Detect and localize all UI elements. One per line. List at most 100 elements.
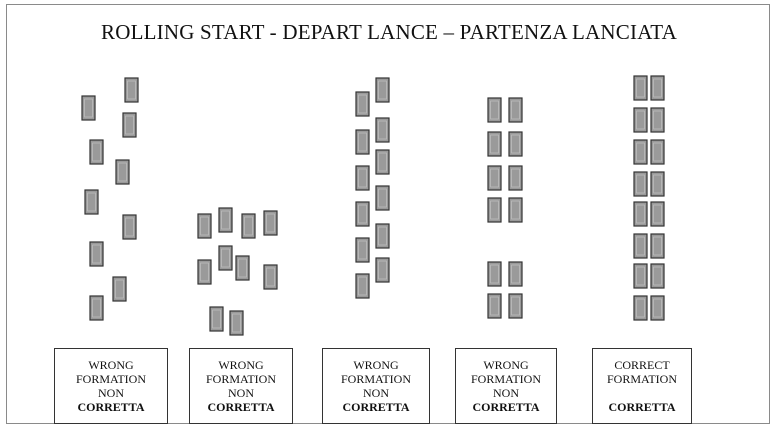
car-detail [653, 174, 662, 194]
car-detail [92, 298, 101, 318]
formation-panel-5 [633, 75, 665, 321]
car-detail [511, 134, 520, 154]
car-icon [487, 197, 502, 223]
car-icon [633, 139, 648, 165]
car-icon [218, 245, 233, 271]
car-icon [124, 77, 139, 103]
car-icon [235, 255, 250, 281]
caption-line: NON [98, 386, 124, 400]
car-icon [650, 75, 665, 101]
car-detail [653, 298, 662, 318]
car-icon [633, 295, 648, 321]
car-icon [650, 139, 665, 165]
car-icon [375, 257, 390, 283]
car-detail [84, 98, 93, 118]
car-detail [511, 168, 520, 188]
car-detail [636, 266, 645, 286]
car-icon [508, 131, 523, 157]
caption-line: FORMATION [470, 372, 541, 386]
car-detail [653, 236, 662, 256]
car-icon [508, 197, 523, 223]
car-detail [490, 100, 499, 120]
car-detail [244, 216, 253, 236]
caption-line: WRONG [483, 358, 529, 372]
car-detail [358, 94, 367, 114]
car-detail [115, 279, 124, 299]
car-detail [378, 260, 387, 280]
car-icon [81, 95, 96, 121]
car-icon [633, 233, 648, 259]
car-detail [653, 266, 662, 286]
car-detail [511, 200, 520, 220]
car-icon [241, 213, 256, 239]
car-icon [650, 201, 665, 227]
car-icon [263, 210, 278, 236]
car-icon [112, 276, 127, 302]
car-detail [636, 298, 645, 318]
car-detail [653, 110, 662, 130]
car-icon [650, 233, 665, 259]
car-icon [633, 263, 648, 289]
caption-line: NON [228, 386, 254, 400]
diagram-title: ROLLING START - DEPART LANCE – PARTENZA … [101, 20, 677, 44]
car-detail [200, 262, 209, 282]
car-icon [355, 91, 370, 117]
car-icon [650, 295, 665, 321]
car-detail [238, 258, 247, 278]
caption-line-bold: CORRETTA [472, 400, 540, 414]
car-detail [221, 210, 230, 230]
car-detail [87, 192, 96, 212]
car-icon [633, 75, 648, 101]
car-icon [487, 97, 502, 123]
car-icon [209, 306, 224, 332]
car-detail [490, 134, 499, 154]
car-detail [490, 168, 499, 188]
car-icon [375, 185, 390, 211]
car-icon [89, 139, 104, 165]
car-icon [650, 171, 665, 197]
car-detail [653, 204, 662, 224]
caption-line-bold: CORRETTA [77, 400, 145, 414]
car-icon [355, 165, 370, 191]
car-detail [221, 248, 230, 268]
car-detail [378, 80, 387, 100]
car-detail [636, 78, 645, 98]
car-detail [127, 80, 136, 100]
car-detail [511, 264, 520, 284]
car-detail [266, 267, 275, 287]
car-icon [375, 77, 390, 103]
car-detail [653, 78, 662, 98]
car-icon [375, 149, 390, 175]
car-icon [84, 189, 99, 215]
car-icon [122, 112, 137, 138]
car-icon [355, 201, 370, 227]
car-detail [490, 296, 499, 316]
car-detail [92, 244, 101, 264]
car-detail [358, 168, 367, 188]
caption-line-bold: CORRETTA [342, 400, 410, 414]
car-detail [511, 296, 520, 316]
car-icon [487, 131, 502, 157]
caption-line: WRONG [88, 358, 134, 372]
car-detail [490, 200, 499, 220]
car-detail [636, 204, 645, 224]
car-detail [266, 213, 275, 233]
caption-line-bold: CORRETTA [207, 400, 275, 414]
car-icon [115, 159, 130, 185]
caption-line: FORMATION [340, 372, 411, 386]
caption-line: NON [493, 386, 519, 400]
car-detail [378, 226, 387, 246]
caption-line: FORMATION [75, 372, 146, 386]
car-detail [358, 204, 367, 224]
car-icon [650, 263, 665, 289]
car-detail [358, 240, 367, 260]
car-detail [92, 142, 101, 162]
car-detail [636, 174, 645, 194]
caption-panel-4: WRONG FORMATION NON CORRETTA [455, 348, 557, 424]
formation-panel-2 [197, 207, 278, 336]
car-detail [125, 217, 134, 237]
car-icon [355, 273, 370, 299]
caption-panel-5: CORRECT FORMATION CORRETTA [592, 348, 692, 424]
caption-panel-2: WRONG FORMATION NON CORRETTA [189, 348, 293, 424]
